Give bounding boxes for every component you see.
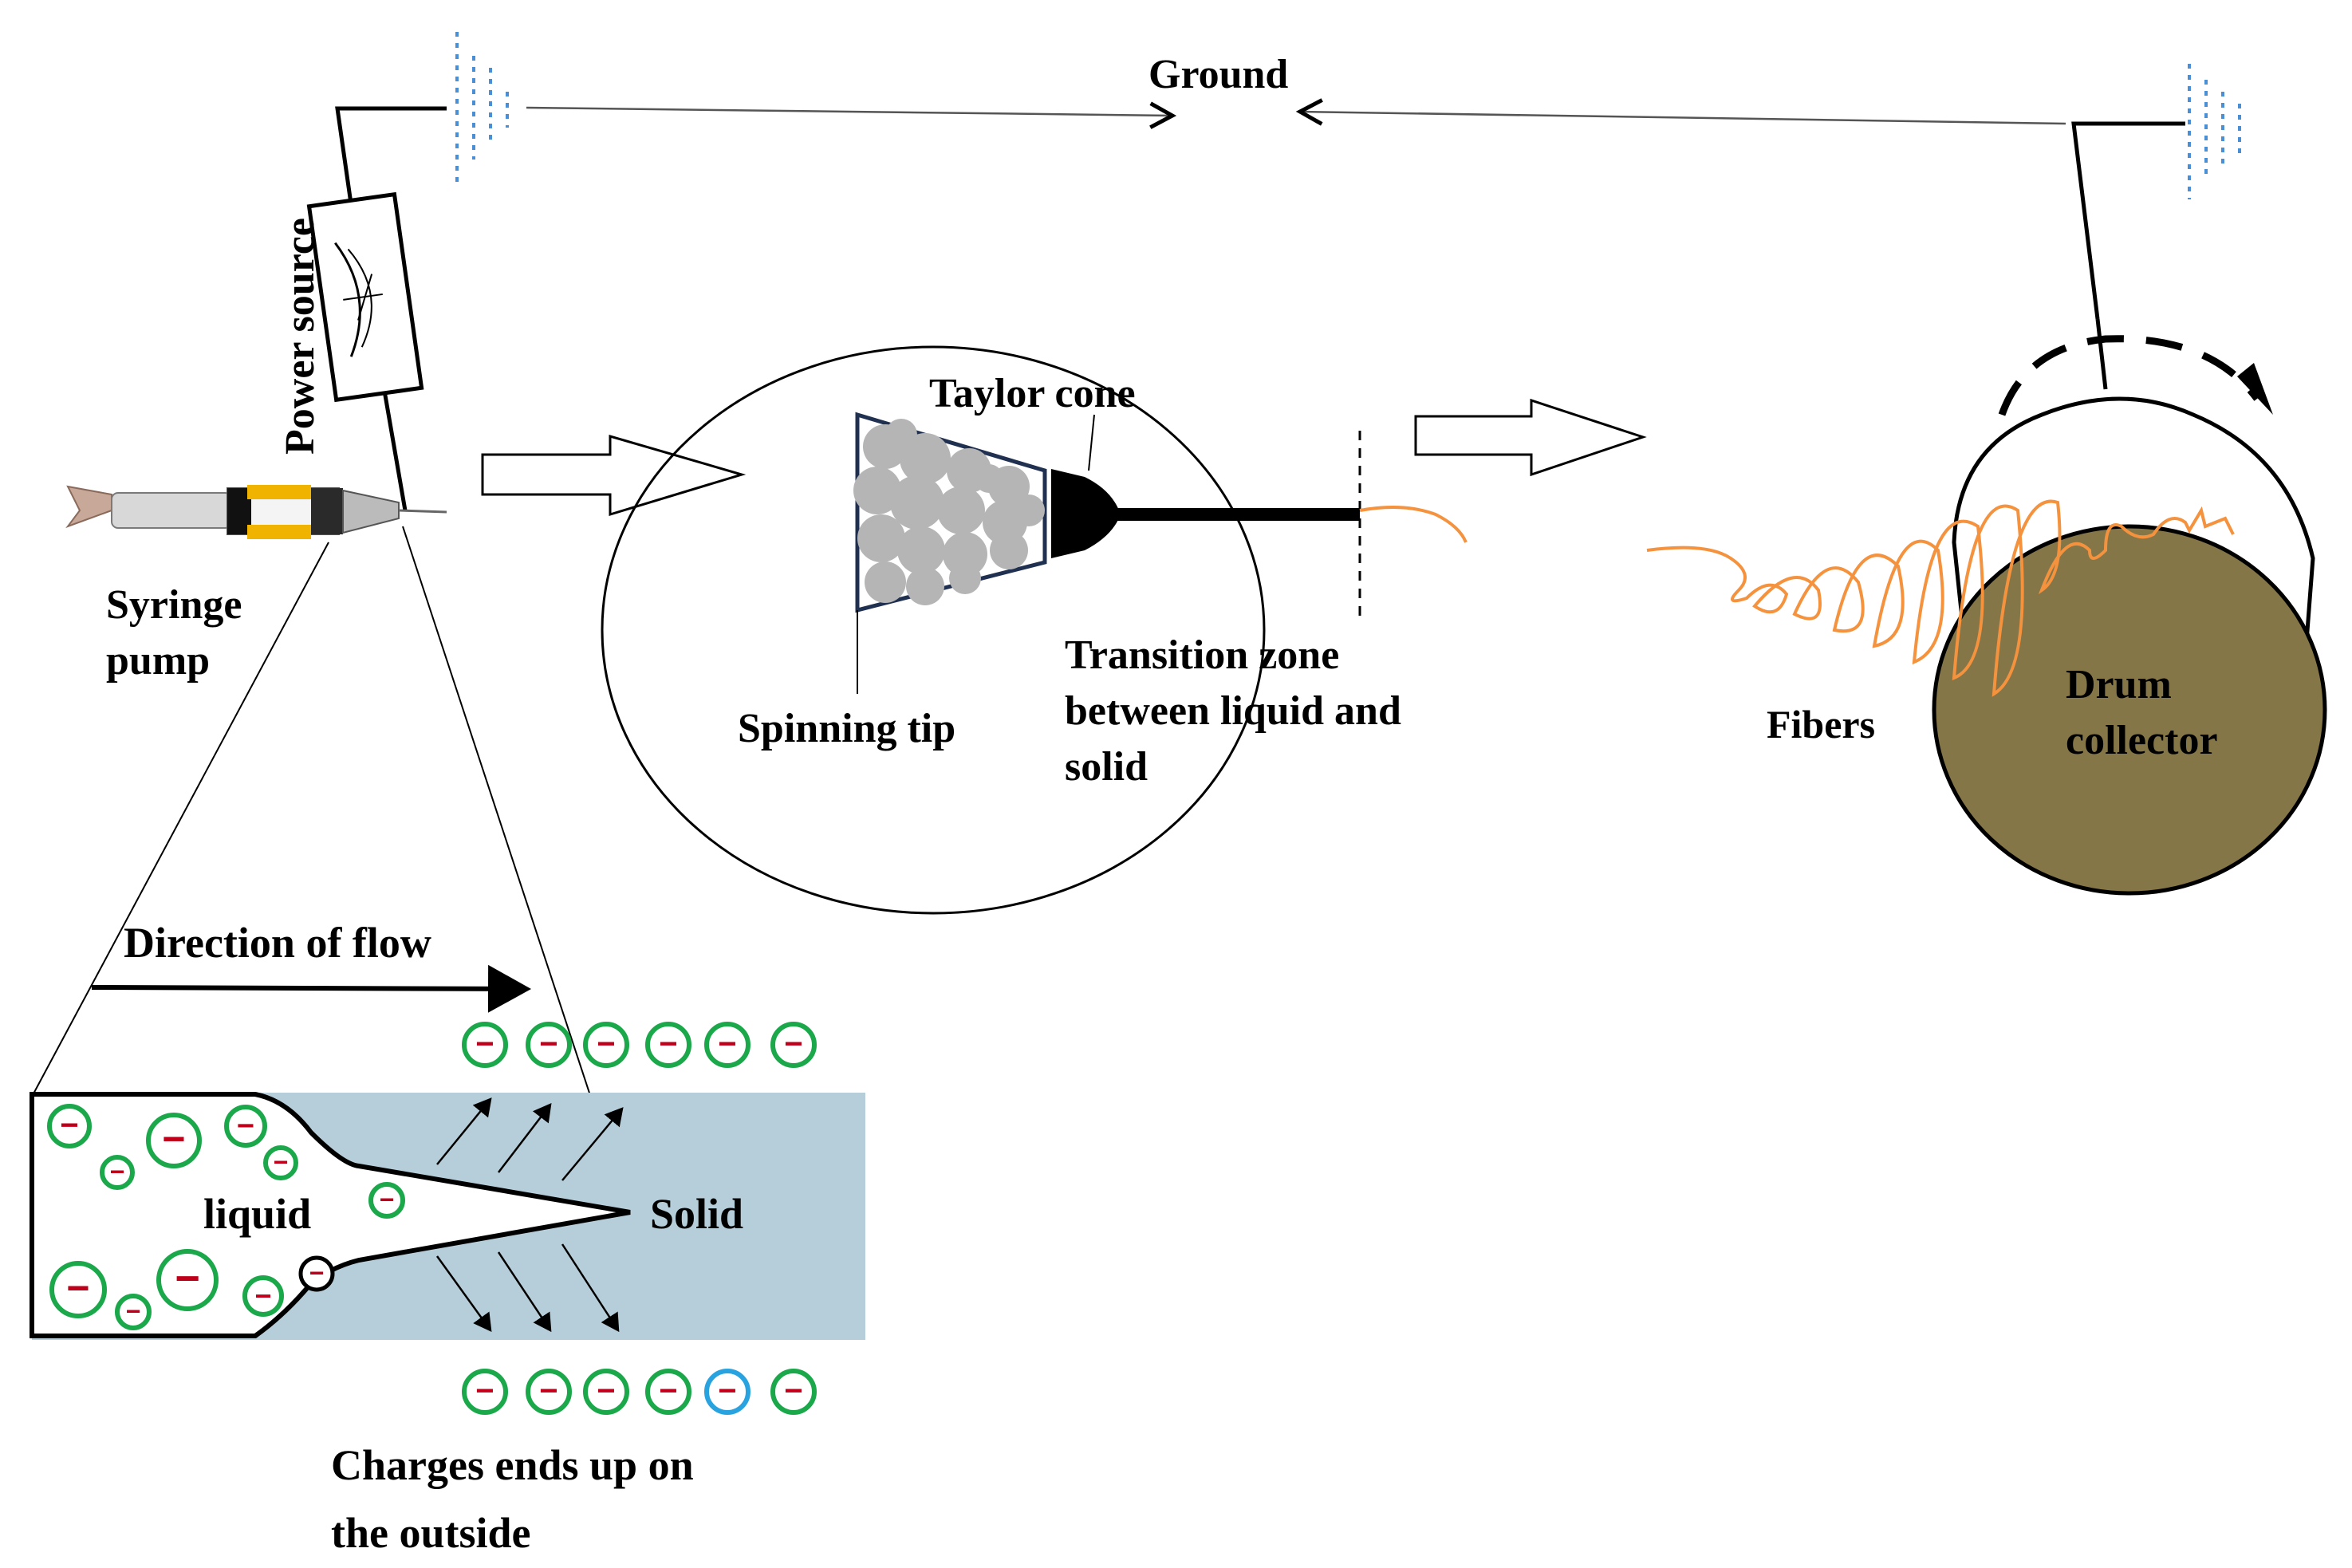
svg-text:−: −	[60, 1108, 78, 1143]
charge-icon: −	[49, 1261, 107, 1318]
transition-label-line3: solid	[1065, 744, 1148, 790]
svg-text:−: −	[254, 1279, 271, 1312]
drum-label-line1: Drum	[2066, 662, 2172, 707]
charge-icon: −	[115, 1294, 152, 1330]
svg-text:−: −	[162, 1117, 185, 1161]
charge-icon: −	[583, 1022, 629, 1068]
liquid-label: liquid	[203, 1190, 311, 1238]
svg-text:−: −	[539, 1026, 557, 1062]
svg-text:−: −	[237, 1109, 254, 1143]
charge-icon: −	[263, 1145, 298, 1180]
fibers-label: Fibers	[1767, 702, 1875, 747]
charges-label-line2: the outside	[331, 1509, 531, 1557]
ground-wire-right	[1300, 112, 2066, 124]
svg-text:−: −	[597, 1373, 615, 1408]
syringe-label-line2: pump	[106, 638, 210, 684]
fiber-start	[1359, 506, 1468, 543]
charges-inside: − − − − − − − − − − −	[47, 1104, 405, 1330]
svg-text:−: −	[126, 1297, 141, 1326]
svg-text:−: −	[784, 1373, 802, 1408]
svg-text:−: −	[718, 1373, 736, 1408]
svg-text:−: −	[597, 1026, 615, 1062]
charges-outside-bottom: − − − − − −	[462, 1369, 817, 1415]
zoom-line-left	[31, 542, 329, 1097]
charge-icon: −	[242, 1275, 284, 1317]
charge-icon: −	[368, 1182, 405, 1219]
svg-text:−: −	[475, 1026, 494, 1062]
svg-text:−: −	[380, 1185, 395, 1214]
svg-text:−: −	[175, 1255, 200, 1302]
svg-text:−: −	[475, 1373, 494, 1408]
taylor-cone-label: Taylor cone	[929, 371, 1136, 416]
taylor-cone-shape	[1051, 469, 1121, 558]
charge-icon: −	[462, 1369, 508, 1415]
power-circuit: Power source	[278, 106, 447, 511]
transition-label-line1: Transition zone	[1065, 632, 1339, 678]
charge-icon: −	[47, 1104, 92, 1148]
zoom-line-right	[402, 526, 627, 1205]
drum-collector: Drum collector	[1932, 121, 2327, 896]
svg-text:−: −	[718, 1026, 736, 1062]
charges-label-line1: Charges ends up on	[331, 1441, 694, 1489]
direction-of-flow-label: Direction of flow	[124, 919, 431, 967]
detail-ellipse	[601, 345, 1266, 915]
power-source-box	[306, 191, 424, 403]
ground-circuit: Ground	[455, 32, 2241, 199]
charge-icon: −	[462, 1022, 508, 1068]
polymer-granules	[853, 419, 1045, 605]
charges-outside-top: − − − − − −	[462, 1022, 817, 1068]
charge-icon: −	[156, 1249, 219, 1311]
hollow-arrow-right	[1414, 398, 1647, 477]
syringe-pump: Syringe pump	[65, 485, 447, 684]
svg-text:−: −	[784, 1026, 802, 1062]
svg-text:−: −	[274, 1148, 289, 1176]
ground-label: Ground	[1148, 52, 1288, 97]
solid-label: Solid	[650, 1190, 743, 1238]
svg-text:−: −	[309, 1259, 325, 1287]
ground-symbol-right	[2188, 64, 2241, 199]
charge-icon: −	[704, 1022, 751, 1068]
spinning-tip-shape	[853, 412, 1047, 613]
taylor-cone-detail: Taylor cone Spinning tip Transition zone…	[601, 345, 1468, 915]
power-source-label: Power source	[278, 218, 323, 455]
fibers-whip	[1646, 499, 2235, 697]
charge-detail: Direction of flow liquid Solid − − − − −…	[30, 919, 865, 1557]
syringe-label-line1: Syringe	[106, 582, 242, 628]
charge-icon: −	[704, 1369, 751, 1415]
svg-text:−: −	[659, 1373, 677, 1408]
svg-text:−: −	[66, 1266, 89, 1310]
direction-arrow	[91, 964, 531, 1013]
spinning-tip-label: Spinning tip	[738, 706, 955, 751]
field-arrows-up	[436, 1097, 624, 1181]
drum-label-line2: collector	[2066, 718, 2218, 763]
charge-icon: −	[526, 1022, 572, 1068]
charge-icon: −	[526, 1369, 572, 1415]
charge-icon: −	[100, 1155, 135, 1190]
drum-face	[1932, 524, 2327, 896]
charge-icon: −	[645, 1022, 691, 1068]
hollow-arrow-left	[481, 435, 747, 517]
svg-text:−: −	[539, 1373, 557, 1408]
field-arrows-down	[435, 1243, 620, 1333]
charge-icon: −	[146, 1113, 202, 1168]
charge-icon: −	[583, 1369, 629, 1415]
charge-icon: −	[770, 1369, 817, 1415]
svg-text:−: −	[659, 1026, 677, 1062]
rotation-arrow	[1998, 335, 2260, 416]
charge-icon: −	[224, 1105, 267, 1148]
ground-symbol-left	[455, 32, 509, 182]
ground-wire-left	[526, 108, 1172, 116]
charge-icon: −	[645, 1369, 691, 1415]
charge-icon: −	[298, 1255, 335, 1292]
charge-icon: −	[770, 1022, 817, 1068]
transition-label-line2: between liquid and	[1065, 688, 1401, 734]
svg-text:−: −	[110, 1157, 125, 1186]
